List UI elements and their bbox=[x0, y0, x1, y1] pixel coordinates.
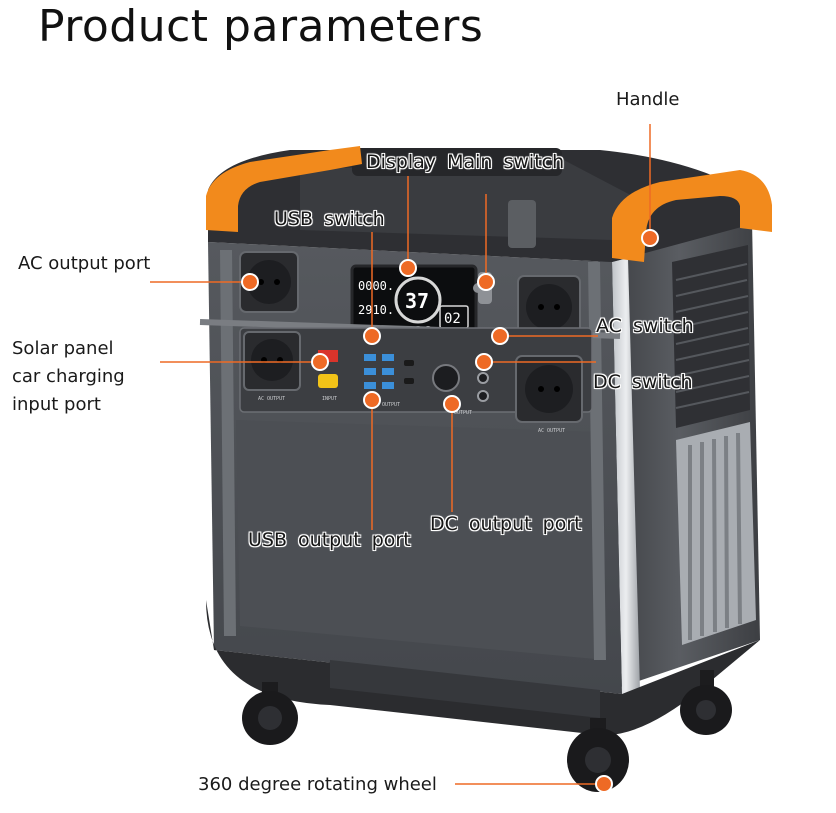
label-wheel: 360 degree rotating wheel bbox=[198, 774, 437, 795]
wheel-front-right bbox=[567, 718, 629, 792]
label-display-main-switch: Display Main switch bbox=[366, 151, 565, 173]
ac-socket-top-left bbox=[239, 251, 299, 313]
marker-usb-output bbox=[363, 391, 381, 409]
marker-handle bbox=[641, 229, 659, 247]
display-ring-value: 37 bbox=[405, 289, 429, 313]
leader-lines bbox=[150, 124, 651, 785]
handle-left bbox=[206, 146, 362, 232]
label-ac-switch: AC switch bbox=[596, 315, 694, 337]
ac-socket-bottom-left bbox=[243, 331, 301, 391]
display-left-bottom: 2910. bbox=[358, 303, 394, 317]
wheel-back-right bbox=[680, 670, 732, 735]
marker-ac-output-port bbox=[241, 273, 259, 291]
marker-ac-switch bbox=[491, 327, 509, 345]
marker-solar-input bbox=[311, 353, 329, 371]
label-solar-line1: Solar panel bbox=[12, 338, 114, 359]
base-bumper bbox=[206, 600, 760, 736]
display-right-value: 02 bbox=[444, 311, 461, 327]
silver-edge bbox=[612, 258, 640, 694]
marker-display bbox=[399, 259, 417, 277]
panel-text-output-usb: OUTPUT bbox=[382, 402, 400, 408]
label-handle: Handle bbox=[616, 89, 680, 110]
ac-socket-bottom-right bbox=[515, 355, 583, 423]
wheel-front-left bbox=[242, 682, 298, 745]
ac-socket-top-right bbox=[517, 275, 581, 339]
usb-ports bbox=[364, 354, 414, 389]
marker-usb-switch bbox=[363, 327, 381, 345]
marker-wheel bbox=[595, 775, 613, 793]
label-dc-output-port: DC output port bbox=[430, 513, 582, 535]
side-vent-grille bbox=[672, 245, 756, 645]
callout-markers bbox=[241, 229, 659, 793]
label-dc-switch: DC switch bbox=[593, 371, 693, 393]
display-left-top: 0000. bbox=[358, 279, 394, 293]
panel-text-input: INPUT bbox=[322, 396, 337, 402]
handle-right bbox=[612, 170, 772, 262]
label-solar-line3: input port bbox=[12, 394, 101, 415]
panel-text-output-dc: OUTPUT bbox=[454, 410, 472, 416]
page-title: Product parameters bbox=[38, 1, 484, 52]
label-ac-output-port: AC output port bbox=[18, 253, 151, 274]
panel-text-ac-output-right: AC OUTPUT bbox=[538, 428, 565, 434]
label-solar-line2: car charging bbox=[12, 366, 125, 387]
marker-main-switch bbox=[477, 273, 495, 291]
label-usb-output-port: USB output port bbox=[248, 529, 411, 551]
dc-output-ports bbox=[432, 364, 489, 402]
marker-dc-switch bbox=[475, 353, 493, 371]
label-solar-input: Solar panel car charging input port bbox=[12, 335, 162, 419]
label-usb-switch: USB switch bbox=[274, 208, 385, 230]
marker-dc-output bbox=[443, 395, 461, 413]
panel-text-ac-output: AC OUTPUT bbox=[258, 396, 285, 402]
